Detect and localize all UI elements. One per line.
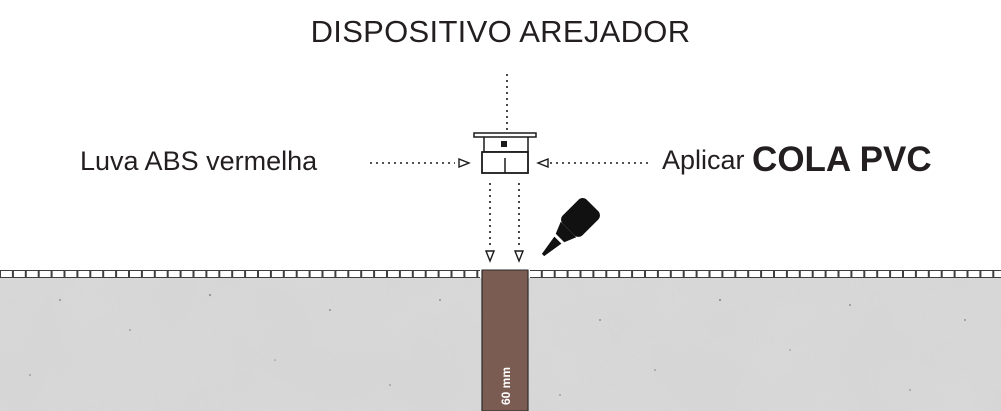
label-aplicar-text: Aplicar [662, 145, 745, 175]
drilled-hole [481, 269, 529, 411]
diagram-title: DISPOSITIVO AREJADOR [310, 14, 691, 49]
label-luva-abs: Luva ABS vermelha [80, 146, 318, 176]
arrow-right-icon [458, 157, 471, 169]
floor-tiles [0, 270, 1001, 278]
aerator-device [473, 132, 537, 174]
glue-bottle-icon [541, 198, 600, 257]
arrow-heads [458, 157, 549, 263]
depth-label: 60 mm [499, 367, 513, 405]
arrow-left-icon [536, 157, 549, 169]
label-aplicar-cola: Aplicar COLA PVC [662, 140, 932, 180]
label-cola-pvc-text: COLA PVC [752, 140, 932, 179]
guide-lines [370, 74, 648, 246]
arrow-down-icon [513, 250, 525, 263]
arrow-down-icon [484, 250, 496, 263]
